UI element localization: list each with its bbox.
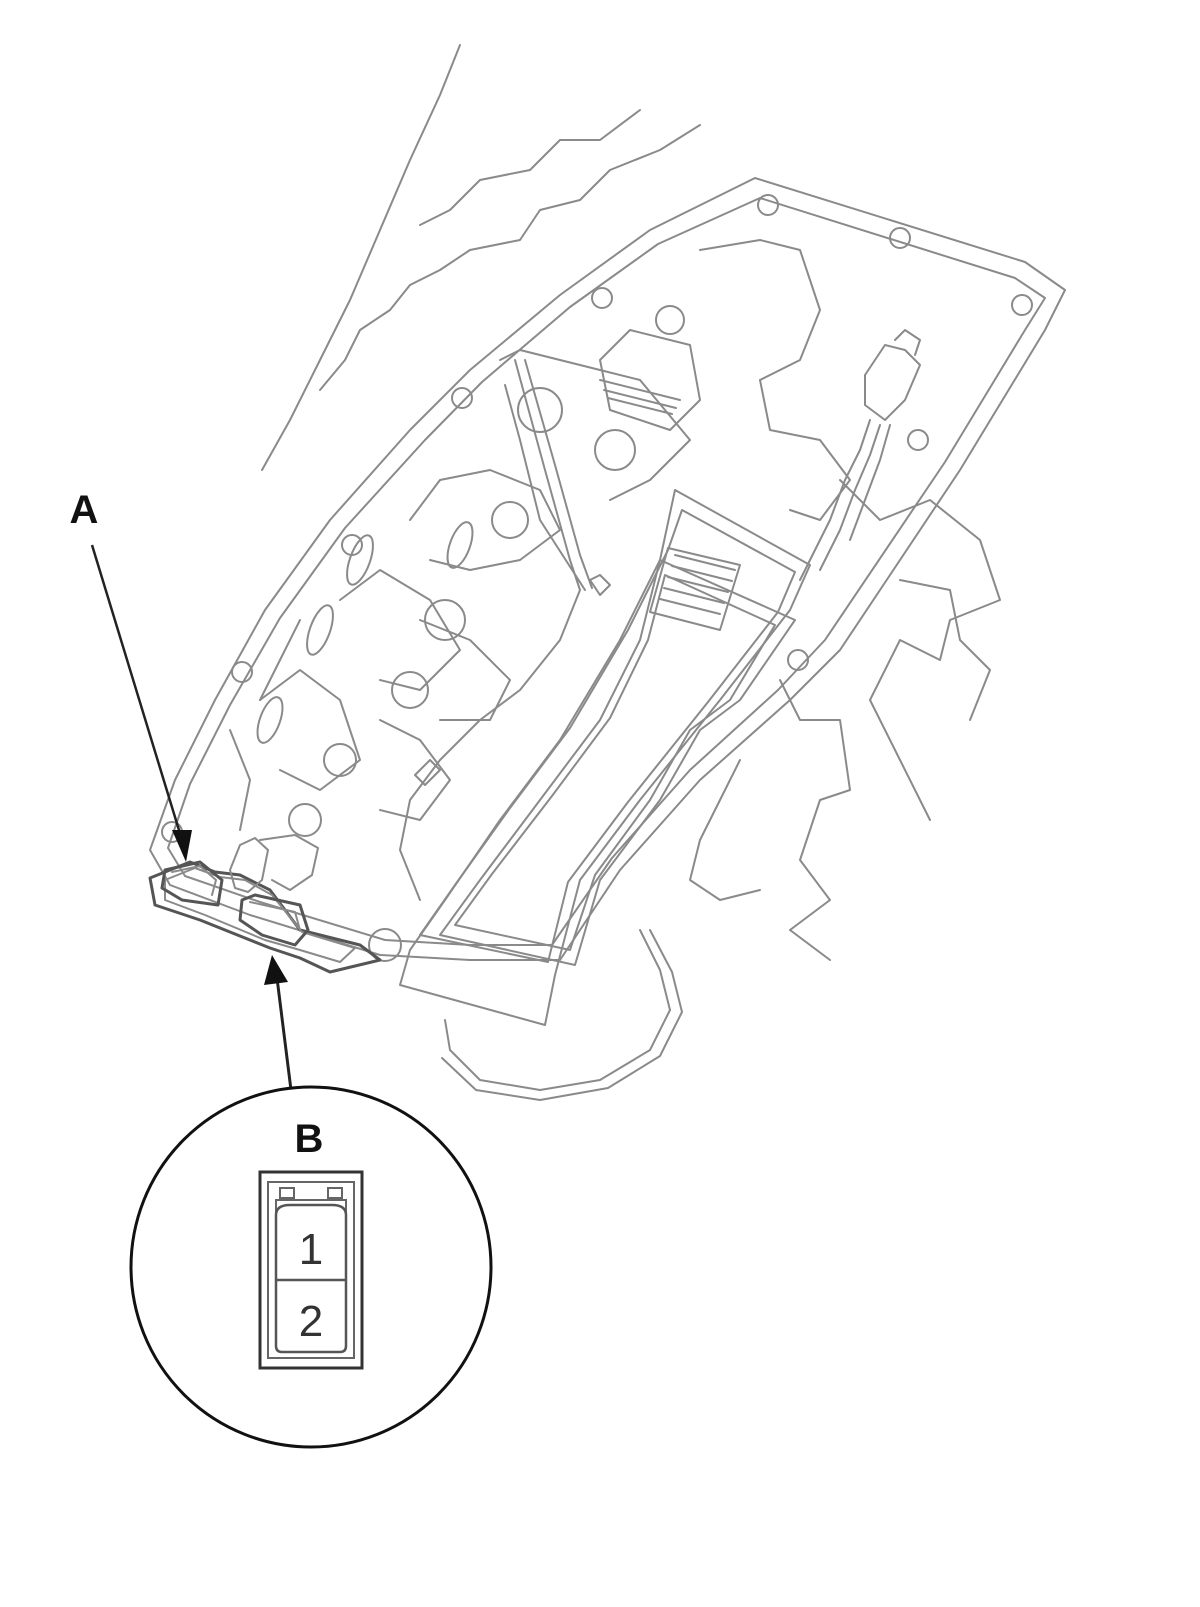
detail-view-b: B 1 2 bbox=[129, 1085, 493, 1449]
strainer-cover bbox=[368, 489, 811, 1101]
connector-face: 1 2 bbox=[258, 1170, 364, 1370]
wire-harness bbox=[399, 329, 921, 901]
shift-solenoid bbox=[599, 329, 701, 431]
label-b: B bbox=[295, 1117, 324, 1161]
connector-bracket bbox=[148, 860, 382, 974]
leader-line-a bbox=[90, 544, 184, 841]
callout-lines bbox=[90, 544, 293, 1091]
valve-passages bbox=[229, 239, 851, 837]
connector-a bbox=[160, 834, 319, 907]
label-a: A bbox=[70, 488, 99, 532]
arrowhead-b bbox=[264, 955, 288, 985]
arrowhead-a bbox=[172, 830, 192, 862]
pin-1: 1 bbox=[299, 1225, 323, 1274]
pin-2: 2 bbox=[299, 1297, 323, 1346]
leader-line-b bbox=[274, 969, 293, 1091]
transmission-case-outline bbox=[261, 44, 1001, 961]
connector-b bbox=[238, 893, 310, 947]
